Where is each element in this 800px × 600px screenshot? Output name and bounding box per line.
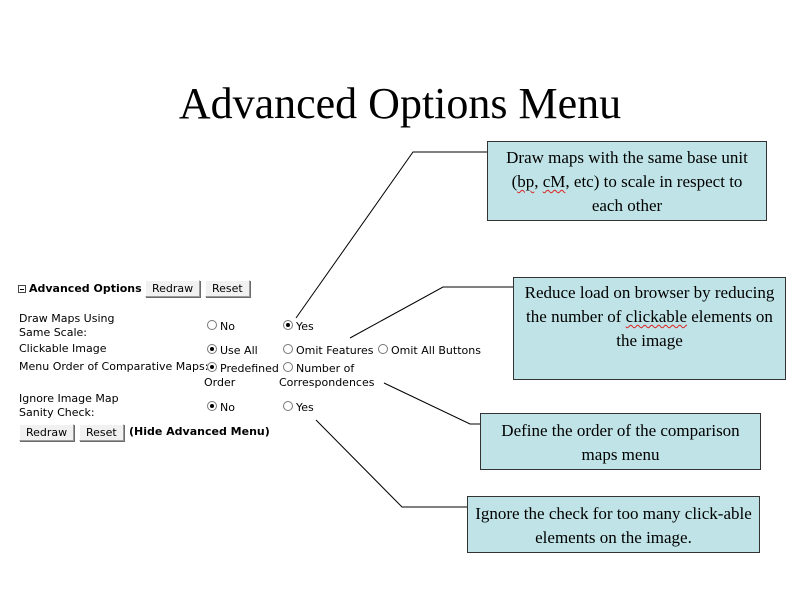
menu-order-label: Menu Order of Comparative Maps: bbox=[19, 360, 209, 373]
clickable-omit-buttons-label: Omit All Buttons bbox=[391, 344, 481, 357]
clickable-image-label: Clickable Image bbox=[19, 342, 107, 355]
slide-title: Advanced Options Menu bbox=[178, 79, 622, 128]
menu-order-number-label-line2: Correspondences bbox=[279, 376, 375, 389]
same-scale-label-line1: Draw Maps Using bbox=[19, 312, 115, 325]
sanity-check-no-radio[interactable] bbox=[207, 401, 217, 411]
callout-bp-word: bp bbox=[517, 172, 535, 191]
clickable-omit-buttons-radio[interactable] bbox=[378, 344, 388, 354]
callout-menu-order: Define the order of the comparison maps … bbox=[480, 413, 761, 470]
menu-order-predefined-label-line1: Predefined bbox=[220, 362, 279, 375]
same-scale-no-radio[interactable] bbox=[207, 320, 217, 330]
callout-comma: , bbox=[534, 172, 543, 191]
redraw-button-top[interactable]: Redraw bbox=[145, 280, 201, 297]
callout-clickable-word: clickable bbox=[625, 307, 688, 326]
callout-clickable: Reduce load on browser by reducing the n… bbox=[513, 277, 786, 380]
callout-clickable-text-end: elements on the image bbox=[616, 307, 773, 350]
clickable-use-all-label: Use All bbox=[220, 344, 258, 357]
menu-order-predefined-label-line2: Order bbox=[204, 376, 236, 389]
same-scale-label-line2: Same Scale: bbox=[19, 326, 88, 339]
sanity-check-no-label: No bbox=[220, 401, 235, 414]
sanity-check-label-line2: Sanity Check: bbox=[19, 406, 95, 419]
advanced-options-header: Advanced Options bbox=[29, 282, 142, 295]
leader-line-clickable bbox=[349, 286, 513, 339]
leader-line-order bbox=[383, 382, 480, 425]
sanity-check-yes-label: Yes bbox=[296, 401, 314, 414]
sanity-check-yes-radio[interactable] bbox=[283, 401, 293, 411]
callout-clickable-text: Reduce load on browser by reducing the n… bbox=[524, 283, 775, 326]
callout-sanity-check: Ignore the check for too many click-able… bbox=[467, 496, 760, 553]
reset-button-bottom[interactable]: Reset bbox=[79, 424, 124, 441]
callout-sanity-check-text: Ignore the check for too many click-able… bbox=[475, 504, 752, 547]
clickable-omit-features-radio[interactable] bbox=[283, 344, 293, 354]
hide-advanced-menu-link[interactable]: (Hide Advanced Menu) bbox=[129, 425, 270, 438]
clickable-omit-features-label: Omit Features bbox=[296, 344, 374, 357]
same-scale-no-label: No bbox=[220, 320, 235, 333]
callout-same-scale-text: Draw maps with the same base unit ( bbox=[506, 148, 748, 191]
sanity-check-label-line1: Ignore Image Map bbox=[19, 392, 119, 405]
same-scale-yes-radio[interactable] bbox=[283, 320, 293, 330]
menu-order-number-radio[interactable] bbox=[283, 362, 293, 372]
callout-menu-order-text: Define the order of the comparison maps … bbox=[501, 421, 740, 464]
collapse-icon[interactable] bbox=[18, 285, 26, 293]
same-scale-yes-label: Yes bbox=[296, 320, 314, 333]
callout-same-scale: Draw maps with the same base unit (bp, c… bbox=[487, 141, 767, 221]
clickable-use-all-radio[interactable] bbox=[207, 344, 217, 354]
menu-order-number-label-line1: Number of bbox=[296, 362, 355, 375]
redraw-button-bottom[interactable]: Redraw bbox=[19, 424, 75, 441]
callout-same-scale-text-end: , etc) to scale in respect to each other bbox=[565, 172, 743, 215]
callout-cm-word: cM bbox=[542, 172, 566, 191]
leader-line-scale bbox=[295, 151, 487, 319]
menu-order-predefined-radio[interactable] bbox=[207, 362, 217, 372]
leader-line-sanity bbox=[315, 419, 467, 508]
reset-button-top[interactable]: Reset bbox=[205, 280, 250, 297]
